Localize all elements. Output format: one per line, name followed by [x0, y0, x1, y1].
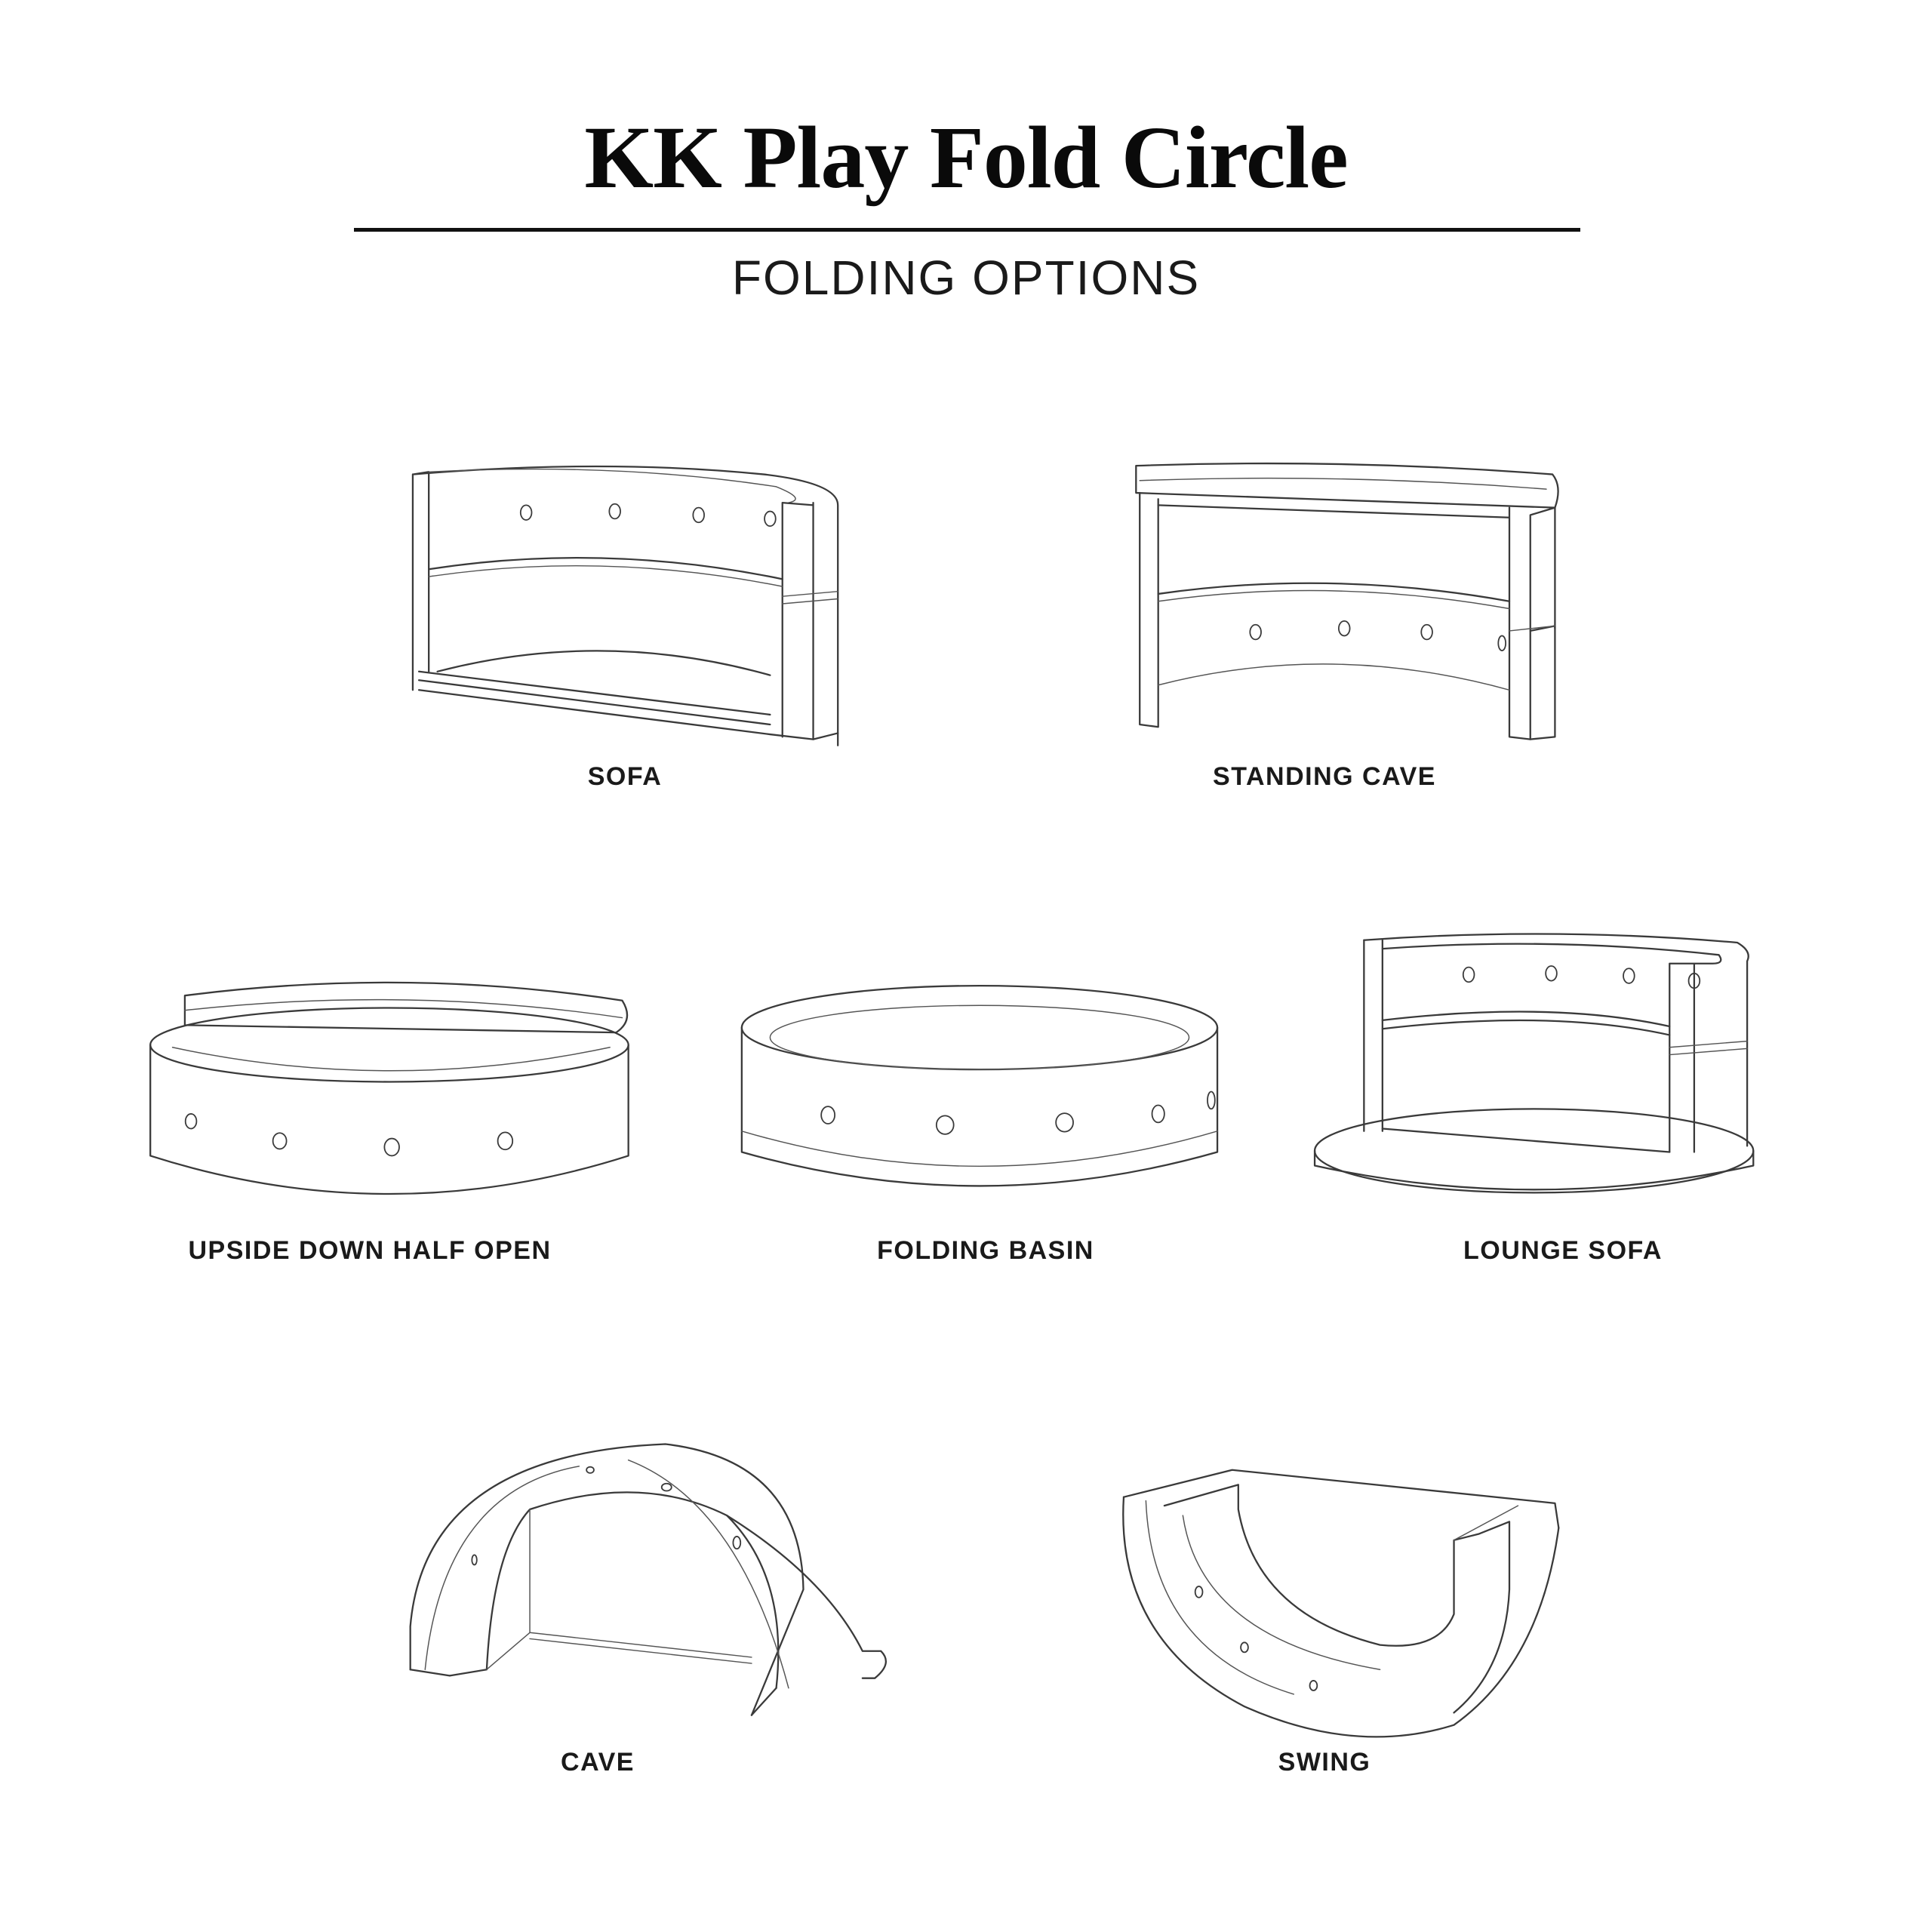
option-label-standing-cave: STANDING CAVE: [1213, 762, 1436, 791]
folding-basin-drawing: [740, 984, 1219, 1187]
upside-down-half-open-drawing: [149, 981, 629, 1195]
page-title: KK Play Fold Circle: [584, 108, 1348, 207]
option-label-sofa: SOFA: [587, 762, 663, 791]
page-subtitle: FOLDING OPTIONS: [731, 251, 1201, 305]
option-label-upside-down-half-open: UPSIDE DOWN HALF OPEN: [188, 1236, 552, 1265]
option-label-folding-basin: FOLDING BASIN: [877, 1236, 1094, 1265]
title-divider: [354, 228, 1580, 232]
swing-drawing: [1122, 1469, 1560, 1738]
option-label-lounge-sofa: LOUNGE SOFA: [1463, 1236, 1663, 1265]
lounge-sofa-drawing: [1313, 933, 1755, 1194]
sofa-drawing: [411, 465, 839, 746]
option-label-swing: SWING: [1278, 1748, 1371, 1777]
standing-cave-drawing: [1135, 462, 1559, 740]
cave-drawing: [409, 1443, 887, 1716]
option-label-cave: CAVE: [561, 1748, 635, 1777]
